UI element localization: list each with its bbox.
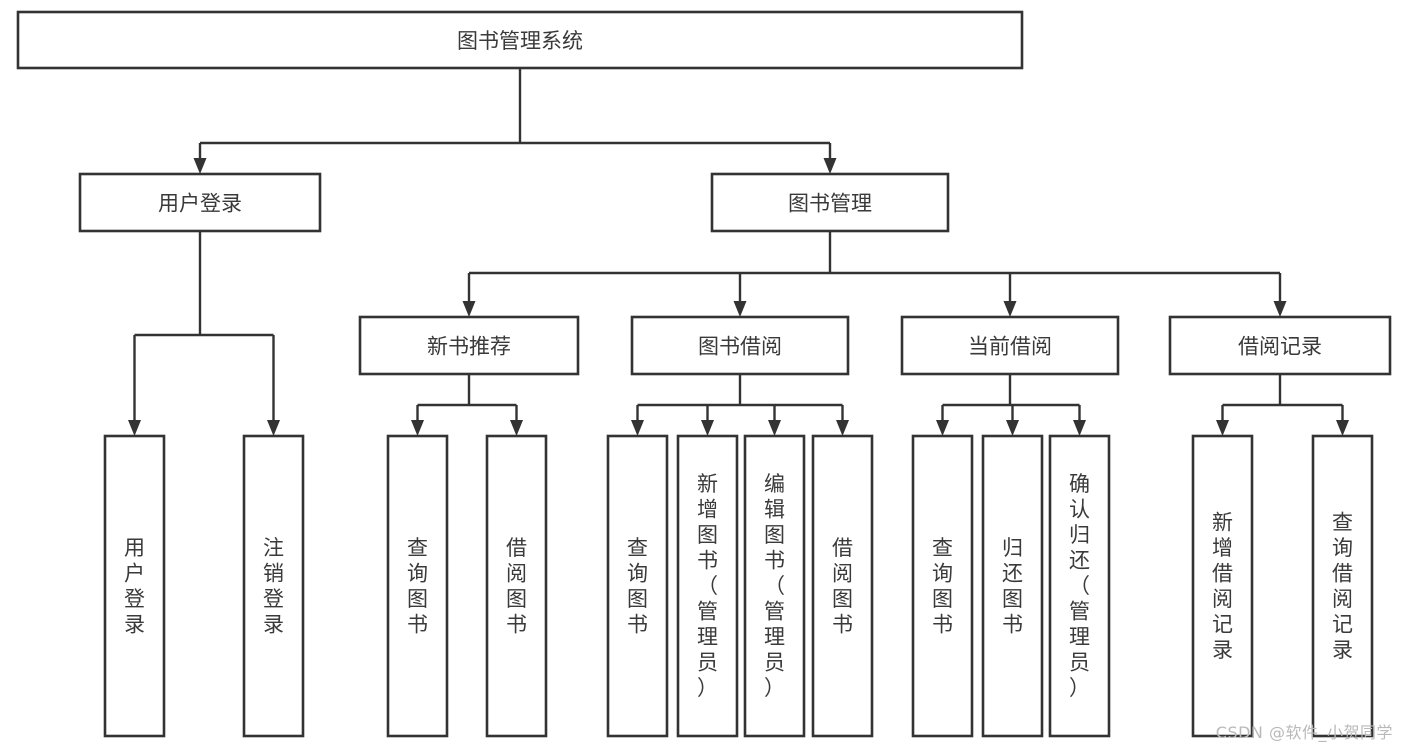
node-box [811, 434, 874, 738]
node-label: 借阅图书 [506, 536, 527, 637]
arrow-head-icon [1216, 420, 1229, 436]
node-leaf-edit-book[interactable]: 编辑图书（管理员） [743, 434, 806, 738]
node-label: 当前借阅 [968, 335, 1052, 359]
arrow-head-icon [267, 420, 280, 436]
node-box [1168, 315, 1392, 376]
node-root[interactable]: 图书管理系统 [16, 10, 1024, 70]
node-leaf-borrow-book-1[interactable]: 借阅图书 [485, 434, 548, 738]
node-leaf-query-book-1[interactable]: 查询图书 [386, 434, 449, 738]
node-box [606, 434, 669, 738]
node-leaf-logout[interactable]: 注销登录 [242, 434, 305, 738]
node-box [358, 315, 580, 376]
node-box [103, 434, 166, 738]
node-borrow-record[interactable]: 借阅记录 [1168, 315, 1392, 376]
node-leaf-add-record[interactable]: 新增借阅记录 [1191, 434, 1254, 738]
arrow-head-icon [1273, 301, 1287, 317]
arrow-head-icon [128, 420, 141, 436]
node-box [386, 434, 449, 738]
node-new-book-rec[interactable]: 新书推荐 [358, 315, 580, 376]
node-box [485, 434, 548, 738]
node-user-login[interactable]: 用户登录 [78, 172, 322, 233]
node-leaf-confirm-return[interactable]: 确认归还（管理员） [1048, 434, 1111, 738]
arrow-head-icon [411, 420, 424, 436]
node-box [911, 434, 974, 738]
node-leaf-query-record[interactable]: 查询借阅记录 [1311, 434, 1374, 738]
node-leaf-return-book[interactable]: 归还图书 [981, 434, 1044, 738]
node-label: 图书借阅 [698, 335, 782, 359]
node-box [16, 10, 1024, 70]
arrow-head-icon [462, 301, 476, 317]
node-label: 确认归还（管理员） [1069, 472, 1090, 700]
arrow-head-icon [193, 158, 207, 174]
node-box [981, 434, 1044, 738]
arrow-head-icon [1073, 420, 1086, 436]
node-box [900, 315, 1120, 376]
node-book-borrow[interactable]: 图书借阅 [630, 315, 850, 376]
arrow-head-icon [1336, 420, 1349, 436]
arrow-head-icon [631, 420, 644, 436]
node-label: 注销登录 [263, 536, 284, 637]
arrow-head-icon [510, 420, 523, 436]
arrow-head-icon [823, 158, 837, 174]
node-label: 查询图书 [627, 536, 648, 637]
node-box [1048, 434, 1111, 738]
node-box [1311, 434, 1374, 738]
node-label: 用户登录 [124, 536, 145, 637]
arrow-head-icon [936, 420, 949, 436]
node-label: 查询图书 [407, 536, 428, 637]
node-current-borrow[interactable]: 当前借阅 [900, 315, 1120, 376]
node-book-manage[interactable]: 图书管理 [710, 172, 950, 233]
node-label: 新增借阅记录 [1212, 510, 1233, 662]
arrow-head-icon [733, 301, 747, 317]
node-box [242, 434, 305, 738]
node-leaf-query-book-3[interactable]: 查询图书 [911, 434, 974, 738]
node-label: 借阅图书 [832, 536, 853, 637]
node-label: 编辑图书（管理员） [764, 472, 785, 700]
arrow-head-icon [768, 420, 781, 436]
node-label: 新增图书（管理员） [697, 472, 718, 700]
arrow-head-icon [701, 420, 714, 436]
node-label: 查询图书 [932, 536, 953, 637]
nodes-layer: 图书管理系统用户登录图书管理新书推荐图书借阅当前借阅借阅记录用户登录注销登录查询… [16, 10, 1392, 738]
node-leaf-query-book-2[interactable]: 查询图书 [606, 434, 669, 738]
arrow-head-icon [1003, 301, 1017, 317]
edges-layer [128, 68, 1349, 436]
node-label: 归还图书 [1002, 536, 1023, 637]
node-leaf-borrow-book-2[interactable]: 借阅图书 [811, 434, 874, 738]
node-label: 查询借阅记录 [1332, 510, 1353, 662]
node-box [676, 434, 739, 738]
node-label: 借阅记录 [1238, 335, 1322, 359]
node-leaf-user-login[interactable]: 用户登录 [103, 434, 166, 738]
node-box [78, 172, 322, 233]
node-label: 图书管理 [788, 192, 872, 216]
node-leaf-add-book[interactable]: 新增图书（管理员） [676, 434, 739, 738]
node-box [630, 315, 850, 376]
node-box [1191, 434, 1254, 738]
arrow-head-icon [836, 420, 849, 436]
node-box [743, 434, 806, 738]
node-label: 图书管理系统 [457, 29, 583, 53]
node-box [710, 172, 950, 233]
node-label: 用户登录 [158, 192, 242, 216]
node-label: 新书推荐 [427, 335, 511, 359]
arrow-head-icon [1006, 420, 1019, 436]
